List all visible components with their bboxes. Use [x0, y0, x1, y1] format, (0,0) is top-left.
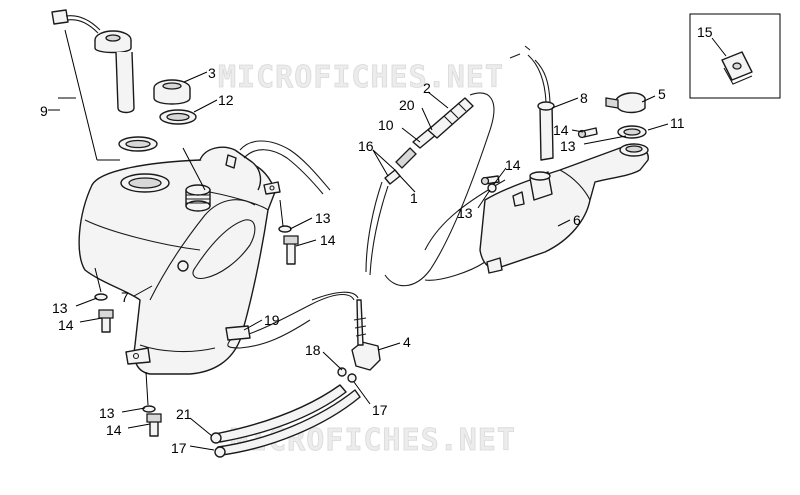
callout-14-tank-bottom: 14 — [106, 422, 122, 438]
callout-21: 21 — [176, 406, 192, 422]
callout-1: 1 — [410, 190, 418, 206]
callout-4: 4 — [403, 334, 411, 350]
callout-14-tank-left: 14 — [58, 317, 74, 333]
callout-19: 19 — [264, 312, 280, 328]
callout-6: 6 — [573, 212, 581, 228]
callout-9: 9 — [40, 103, 48, 119]
leader-lines — [48, 37, 727, 451]
callout-14-oil-b: 14 — [505, 157, 521, 173]
callout-labels: 9 3 12 2 20 10 16 1 8 5 11 14 13 14 13 6… — [40, 24, 713, 456]
callout-17-left: 17 — [171, 440, 187, 456]
fuel-tank — [78, 146, 281, 375]
leader-9-bracket — [58, 29, 98, 161]
callout-10: 10 — [378, 117, 394, 133]
watermark-bottom: MICROFICHES.NET — [230, 423, 516, 458]
callout-17-right: 17 — [372, 402, 388, 418]
fuel-cock — [337, 299, 381, 383]
fastener-axes — [94, 199, 284, 406]
fuel-sender — [51, 9, 158, 152]
callout-13-tank-left: 13 — [52, 300, 68, 316]
callout-11: 11 — [670, 115, 685, 131]
fasteners — [94, 225, 299, 437]
callout-13-tank-right: 13 — [315, 210, 331, 226]
callout-16: 16 — [358, 138, 374, 154]
callout-15: 15 — [697, 24, 713, 40]
callout-2: 2 — [423, 80, 431, 96]
callout-20: 20 — [399, 97, 415, 113]
callout-13-tank-bottom: 13 — [99, 405, 115, 421]
callout-7: 7 — [121, 289, 129, 305]
oil-cap — [605, 92, 647, 139]
callout-8: 8 — [580, 90, 588, 106]
callout-14-tank-right: 14 — [320, 232, 336, 248]
callout-14-oil-a: 14 — [553, 122, 569, 138]
leader-cap-axis — [182, 147, 206, 191]
fuel-cap — [153, 79, 197, 125]
callout-13-oil-b: 13 — [457, 205, 473, 221]
watermark-top: MICROFICHES.NET — [218, 60, 504, 95]
callout-12: 12 — [218, 92, 234, 108]
callout-13-oil-a: 13 — [560, 138, 576, 154]
vent-hose — [239, 140, 331, 191]
inset-clip-15 — [689, 13, 781, 99]
callout-3: 3 — [208, 65, 216, 81]
oil-tank — [479, 143, 649, 274]
fuel-pump — [384, 97, 474, 185]
callout-5: 5 — [658, 86, 666, 102]
callout-18: 18 — [305, 342, 321, 358]
